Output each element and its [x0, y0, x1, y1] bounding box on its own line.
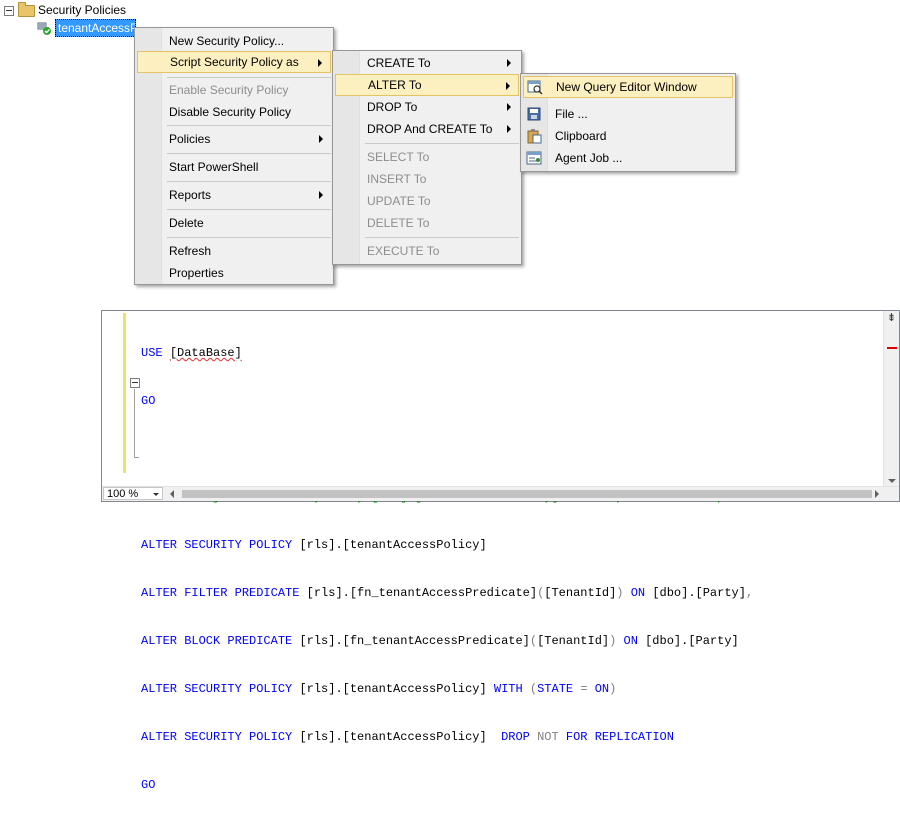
code-line-9: ALTER SECURITY POLICY [rls].[tenantAcces…	[141, 730, 674, 744]
scroll-left-icon[interactable]	[170, 490, 174, 498]
submenu-arrow-icon	[507, 125, 511, 133]
clipboard-icon	[527, 129, 542, 144]
submenu-arrow-icon	[507, 59, 511, 67]
menu-label: CREATE To	[367, 56, 431, 70]
zoom-value: 100 %	[107, 488, 139, 500]
menu-item-refresh[interactable]: Refresh	[169, 244, 212, 258]
editor-status-bar: 100 %	[102, 486, 899, 501]
menu-item-script-security-policy-as[interactable]: Script Security Policy as	[137, 51, 331, 73]
code-line-1: USE [DataBase]	[141, 346, 242, 360]
code-line-10: GO	[141, 778, 156, 792]
code-line-7: ALTER BLOCK PREDICATE [rls].[fn_tenantAc…	[141, 634, 739, 648]
menu-item-file[interactable]: File ...	[523, 103, 733, 125]
submenu-arrow-icon	[507, 103, 511, 111]
menu-item-update-to: UPDATE To	[367, 194, 431, 208]
submenu-arrow-icon	[319, 191, 323, 199]
zoom-select[interactable]: 100 %	[103, 487, 163, 500]
menu-item-delete-to: DELETE To	[367, 216, 430, 230]
code-line-6: ALTER FILTER PREDICATE [rls].[fn_tenantA…	[141, 586, 754, 600]
query-window-icon	[527, 80, 543, 95]
tree-node-security-policies[interactable]: Security Policies	[0, 1, 200, 19]
menu-item-new-query-editor-window[interactable]: New Query Editor Window	[523, 76, 733, 98]
menu-label: File ...	[555, 107, 588, 121]
scroll-down-icon[interactable]	[888, 479, 896, 483]
security-policy-icon	[37, 22, 51, 35]
menu-label: Agent Job ...	[555, 151, 623, 165]
error-marker	[887, 347, 897, 349]
menu-item-drop-to[interactable]: DROP To	[335, 96, 519, 118]
vertical-scrollbar[interactable]: ⇟	[883, 311, 899, 487]
tree-label-security-policies: Security Policies	[38, 3, 127, 17]
menu-label: Script Security Policy as	[170, 55, 299, 69]
horizontal-scroll-thumb[interactable]	[182, 490, 872, 498]
menu-label: Clipboard	[555, 129, 607, 143]
menu-label: Policies	[169, 132, 211, 146]
code-line-5: ALTER SECURITY POLICY [rls].[tenantAcces…	[141, 538, 487, 552]
menu-item-new-security-policy[interactable]: New Security Policy...	[169, 34, 285, 48]
menu-item-enable-security-policy: Enable Security Policy	[169, 83, 289, 97]
menu-item-execute-to: EXECUTE To	[367, 244, 440, 258]
menu-item-start-powershell[interactable]: Start PowerShell	[169, 160, 259, 174]
collapse-region-icon[interactable]	[130, 378, 140, 388]
context-menu: New Security Policy... Script Security P…	[134, 27, 334, 285]
code-line-8: ALTER SECURITY POLICY [rls].[tenantAcces…	[141, 682, 617, 696]
menu-item-delete[interactable]: Delete	[169, 216, 204, 230]
menu-item-policies[interactable]: Policies	[137, 128, 331, 150]
code-line-3	[141, 441, 883, 457]
change-tracking-bar	[123, 313, 126, 473]
menu-item-create-to[interactable]: CREATE To	[335, 52, 519, 74]
menu-item-alter-to[interactable]: ALTER To	[335, 74, 519, 96]
menu-item-insert-to: INSERT To	[367, 172, 427, 186]
menu-item-reports[interactable]: Reports	[137, 184, 331, 206]
query-editor[interactable]: USE [DataBase] GO /****** Object: Securi…	[101, 310, 900, 792]
menu-item-clipboard[interactable]: Clipboard	[523, 125, 733, 147]
chevron-down-icon	[153, 493, 159, 496]
menu-label: ALTER To	[368, 78, 422, 92]
script-as-submenu: CREATE To ALTER To DROP To DROP And CREA…	[332, 50, 522, 265]
menu-item-select-to: SELECT To	[367, 150, 430, 164]
menu-item-drop-and-create-to[interactable]: DROP And CREATE To	[335, 118, 519, 140]
submenu-arrow-icon	[506, 82, 510, 90]
scroll-right-icon[interactable]	[875, 490, 879, 498]
save-file-icon	[527, 107, 541, 121]
submenu-arrow-icon	[319, 135, 323, 143]
alter-to-submenu: New Query Editor Window File ... Clipboa…	[520, 73, 736, 172]
menu-item-disable-security-policy[interactable]: Disable Security Policy	[169, 105, 292, 119]
menu-item-properties[interactable]: Properties	[169, 266, 224, 280]
menu-item-agent-job[interactable]: Agent Job ...	[523, 147, 733, 169]
code-line-2: GO	[141, 394, 156, 408]
menu-label: New Query Editor Window	[556, 80, 697, 94]
agent-job-icon	[526, 151, 542, 165]
collapse-icon[interactable]	[4, 6, 14, 16]
menu-label: DROP To	[367, 100, 418, 114]
tree-node-tenant-access-policy[interactable]: tenantAccessPolicy	[55, 19, 136, 37]
folder-icon	[18, 2, 35, 17]
code-area[interactable]: USE [DataBase] GO /****** Object: Securi…	[141, 313, 883, 825]
submenu-arrow-icon	[318, 59, 322, 67]
menu-label: DROP And CREATE To	[367, 122, 493, 136]
split-icon[interactable]: ⇟	[886, 312, 897, 324]
menu-label: Reports	[169, 188, 212, 202]
